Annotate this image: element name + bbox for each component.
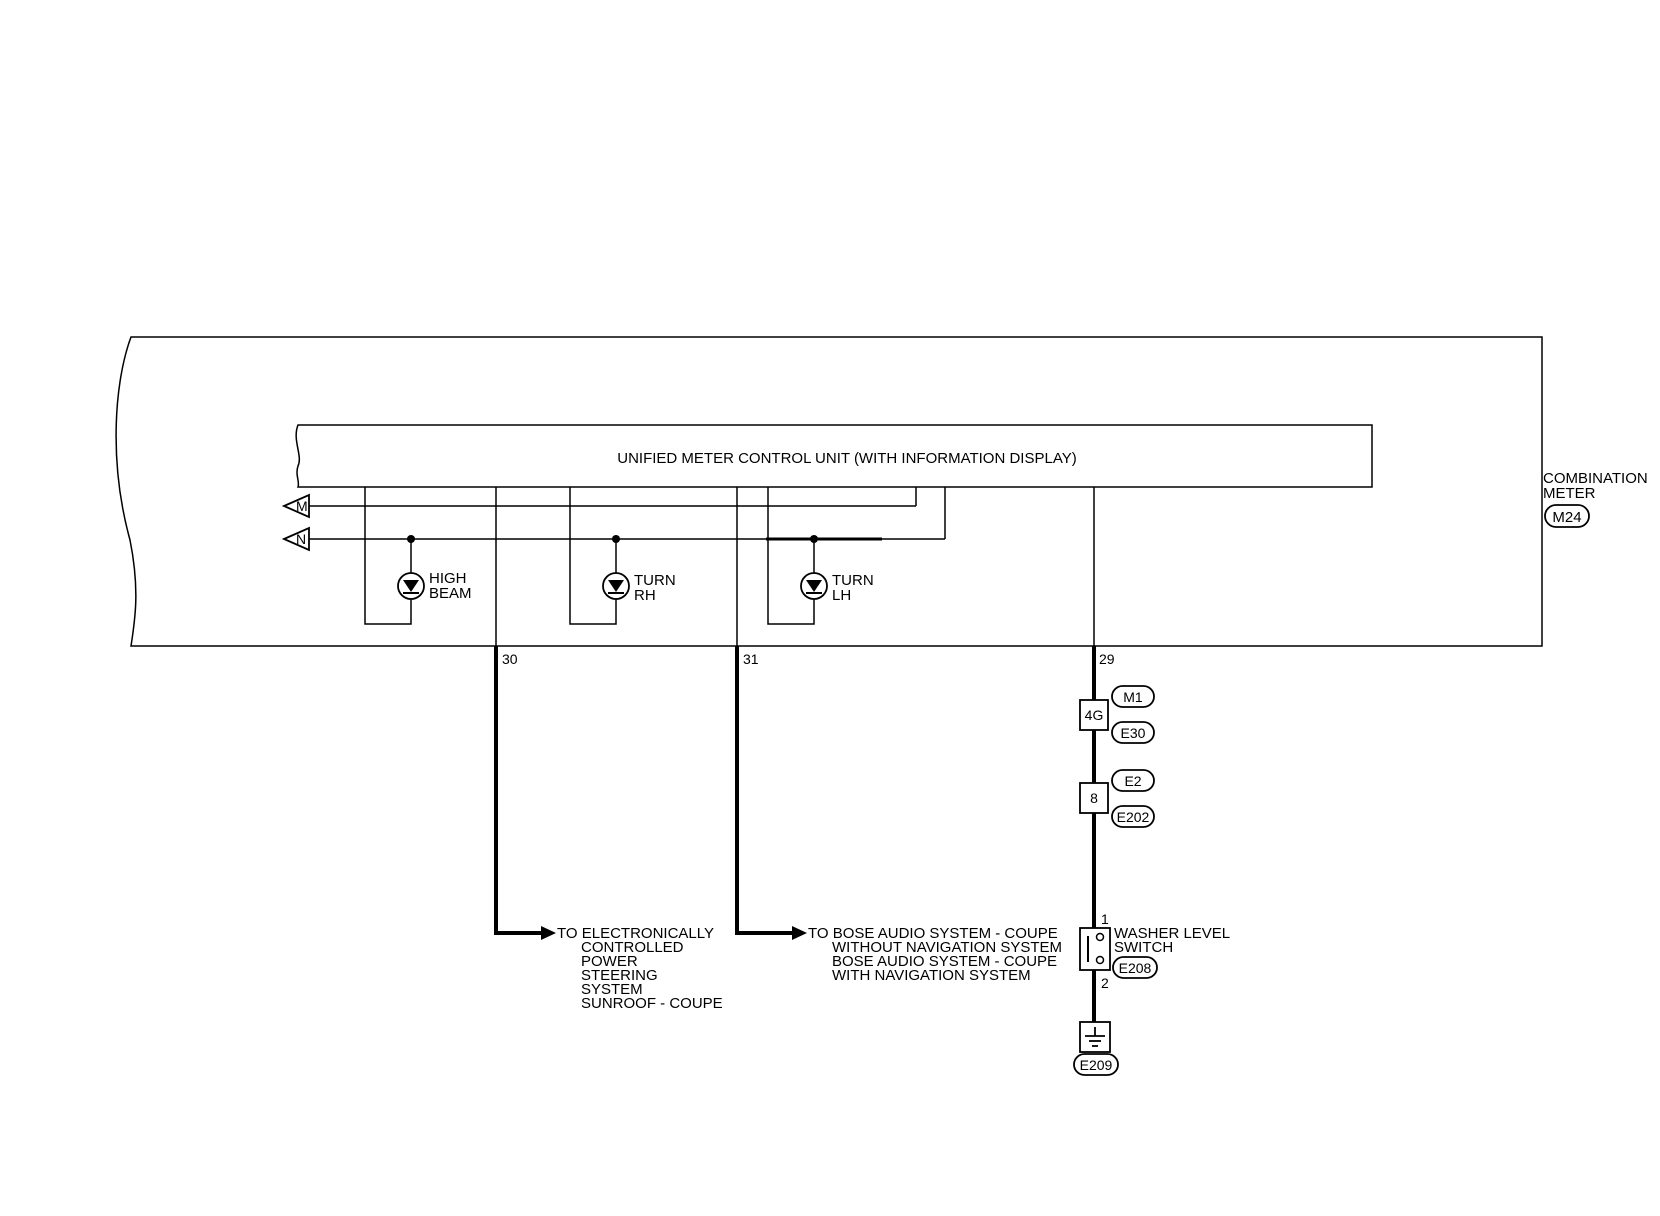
- turn-lh-junction: [810, 535, 818, 543]
- pin-30-label: 30: [502, 651, 518, 667]
- turn-rh-loop: [569, 487, 617, 625]
- flag-m-label: M: [296, 498, 308, 514]
- washer-switch-label-2: SWITCH: [1114, 939, 1173, 956]
- connector-m24: M24: [1552, 509, 1581, 526]
- terminal-8: 8: [1090, 790, 1098, 806]
- connector-e209: E209: [1080, 1057, 1113, 1073]
- connector-badge-e202: [1111, 805, 1155, 828]
- washer-switch-icon: [1079, 927, 1111, 971]
- washer-pin-2: 2: [1101, 975, 1109, 991]
- connector-m1: M1: [1123, 689, 1143, 705]
- turn-lh-diode-icon: [806, 580, 822, 592]
- washer-switch-terminal-bottom: [1095, 955, 1105, 965]
- combination-meter-frame: [115, 336, 1543, 647]
- combination-meter-label: COMBINATION: [1543, 470, 1648, 487]
- washer-switch-label: WASHER LEVEL: [1114, 925, 1230, 942]
- connector-e30: E30: [1121, 725, 1146, 741]
- turn-rh-junction: [612, 535, 620, 543]
- terminal-4g-box: [1079, 699, 1109, 731]
- high-beam-junction: [407, 535, 415, 543]
- turn-rh-diode-icon: [608, 580, 624, 592]
- turn-lh-label-2: LH: [832, 587, 851, 604]
- wire-30: [494, 646, 541, 935]
- turn-lh-label: TURN: [832, 572, 874, 589]
- arrow-bose-icon: [792, 926, 807, 940]
- arrow-eps-icon: [541, 926, 556, 940]
- dest-bose-line3: BOSE AUDIO SYSTEM - COUPE: [832, 953, 1057, 970]
- high-beam-label: HIGH: [429, 570, 467, 587]
- dest-eps-line4: STEERING: [581, 967, 658, 984]
- dest-eps-line6: SUNROOF - COUPE: [581, 995, 723, 1012]
- dest-eps-line1: TO ELECTRONICALLY: [557, 925, 714, 942]
- connector-badge-e209: [1073, 1053, 1119, 1076]
- dest-bose-line4: WITH NAVIGATION SYSTEM: [832, 967, 1031, 984]
- connector-e2: E2: [1124, 773, 1141, 789]
- connector-badge-m1: [1111, 685, 1155, 708]
- control-unit-box: [295, 424, 1373, 488]
- terminal-4g: 4G: [1085, 707, 1104, 723]
- turn-rh-label-2: RH: [634, 587, 656, 604]
- high-beam-loop: [364, 487, 412, 625]
- dest-eps-line2: CONTROLLED: [581, 939, 684, 956]
- dest-eps-line3: POWER: [581, 953, 638, 970]
- connector-e208: E208: [1119, 960, 1152, 976]
- flag-n-label: N: [296, 531, 306, 547]
- ground-box: [1079, 1021, 1111, 1053]
- connector-badge-e2: [1111, 769, 1155, 792]
- terminal-8-box: [1079, 782, 1109, 814]
- combination-meter-label-2: METER: [1543, 485, 1596, 502]
- wire-31: [735, 646, 792, 935]
- pin-31-label: 31: [743, 651, 759, 667]
- high-beam-label-2: BEAM: [429, 585, 472, 602]
- washer-pin-1: 1: [1101, 911, 1109, 927]
- dest-eps-line5: SYSTEM: [581, 981, 643, 998]
- control-unit-title: UNIFIED METER CONTROL UNIT (WITH INFORMA…: [617, 450, 1076, 467]
- pin-29-label: 29: [1099, 651, 1115, 667]
- connector-e202: E202: [1117, 809, 1150, 825]
- connector-badge-e30: [1111, 721, 1155, 744]
- turn-lh-loop: [767, 487, 815, 625]
- washer-switch-terminal-top: [1095, 932, 1105, 942]
- connector-badge-m24: [1544, 504, 1590, 528]
- high-beam-diode-icon: [403, 580, 419, 592]
- turn-rh-label: TURN: [634, 572, 676, 589]
- dest-bose-line2: WITHOUT NAVIGATION SYSTEM: [832, 939, 1062, 956]
- dest-bose-line1: TO BOSE AUDIO SYSTEM - COUPE: [808, 925, 1058, 942]
- connector-badge-e208: [1112, 956, 1158, 979]
